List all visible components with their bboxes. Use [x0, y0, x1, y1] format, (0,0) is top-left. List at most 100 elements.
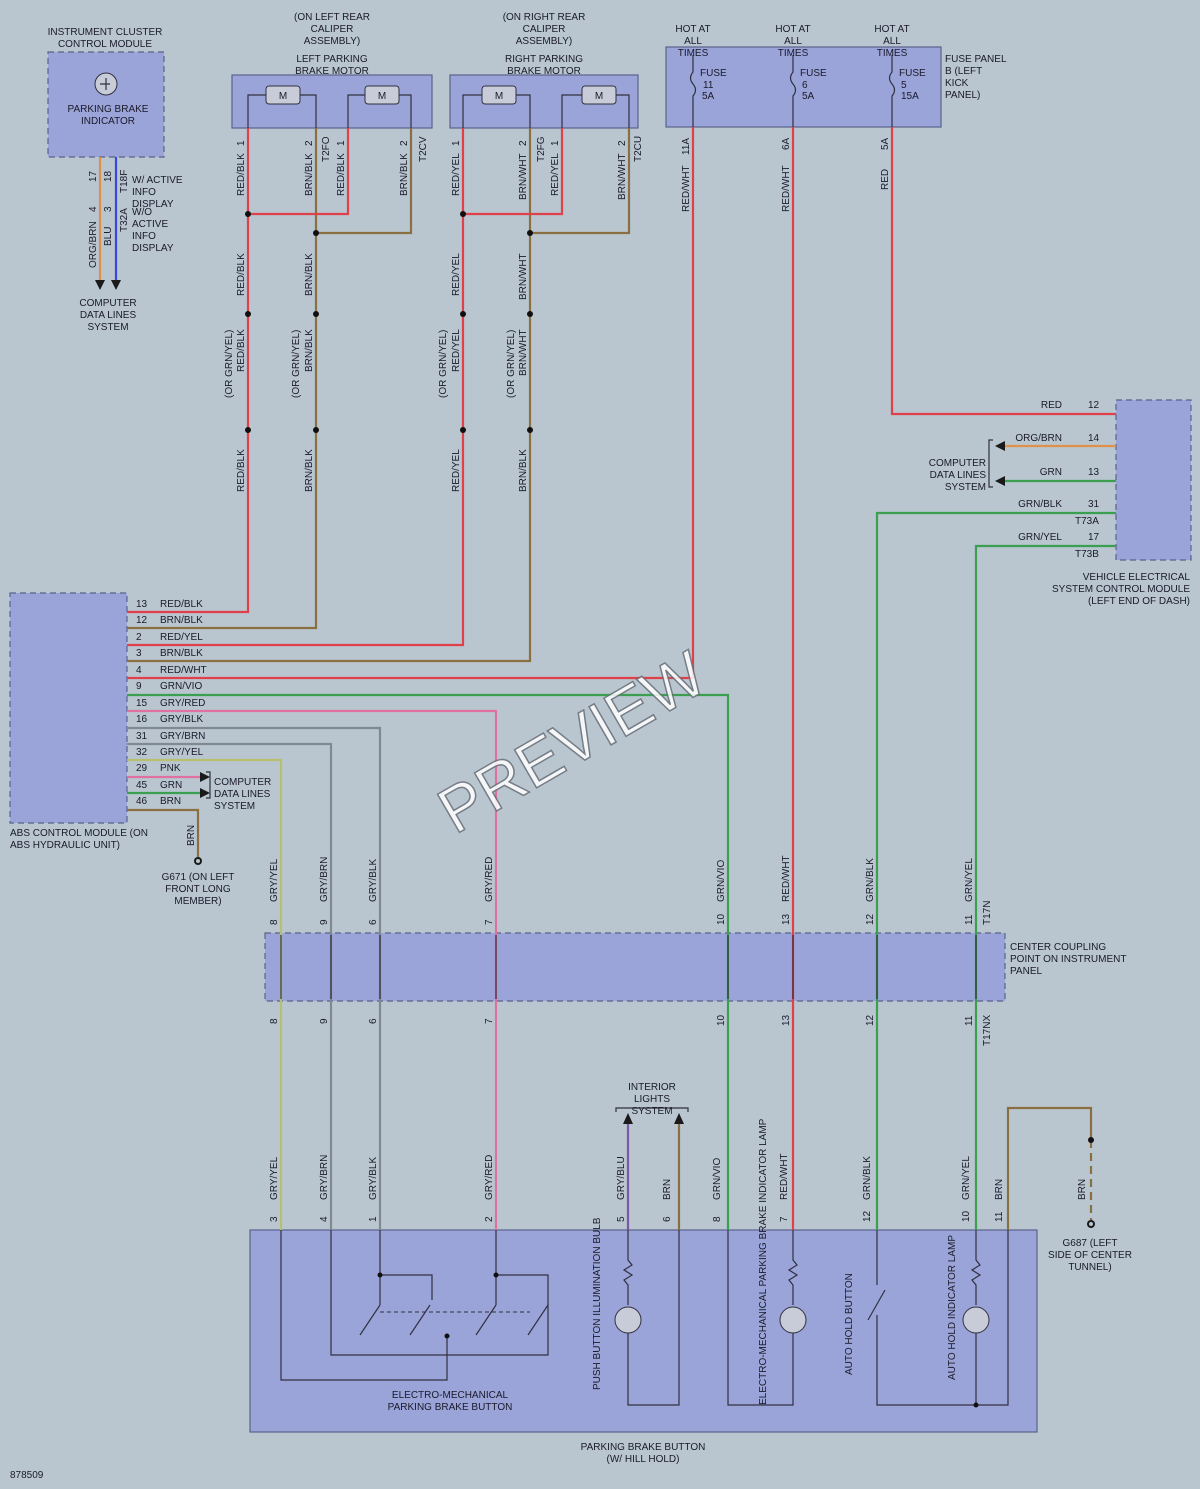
abs-pin-9: 9 [136, 681, 142, 692]
abs-pin-15: 15 [136, 698, 148, 709]
abs-bracket [206, 771, 211, 799]
button-wire-4: GRY/BRN [319, 1155, 330, 1200]
coupling-pin-12-bottom: 12 [865, 1014, 876, 1026]
vescm-wire-org-brn: ORG/BRN [1015, 433, 1062, 444]
abs-pin-13: 13 [136, 599, 148, 610]
wire-gry-blk [127, 726, 382, 1230]
wire-brn-g687 [1006, 1106, 1093, 1230]
coupling-wire-13-top: RED/WHT [781, 855, 792, 902]
cluster-connector-t18f: T18F [119, 170, 130, 193]
motor-label-4: M [595, 91, 603, 102]
left-or-grn-yel-1: (OR GRN/YEL) [224, 330, 235, 398]
abs-wire-46: BRN [160, 796, 181, 807]
abs-wire-15: GRY/RED [160, 698, 205, 709]
button-wire-1: GRY/BLK [368, 1157, 379, 1200]
coupling-pin-11-bottom: 11 [964, 1015, 975, 1026]
left-brn-blk-mid: BRN/BLK [304, 253, 315, 296]
abs-pin-list: 13 RED/BLK 12 BRN/BLK 2 RED/YEL 3 BRN/BL… [136, 599, 207, 807]
em-indicator-lamp-label: ELECTRO-MECHANICAL PARKING BRAKE INDICAT… [758, 1118, 769, 1405]
wire-gry-yel [127, 758, 283, 1230]
arrows [95, 280, 1005, 1124]
wire-brn-wht-right [127, 128, 532, 663]
figure-id: 878509 [10, 1470, 44, 1481]
wire-grn-yel-vescm [974, 544, 1116, 1230]
button-pin-2: 2 [484, 1216, 495, 1222]
motor-wire-8: BRN/WHT [617, 153, 628, 200]
button-wire-8: GRN/VIO [712, 1158, 723, 1200]
center-coupling-box [264, 932, 1006, 1002]
fuse-amp-2: 5A [802, 91, 815, 102]
abs-pin-4: 4 [136, 665, 142, 676]
coupling-pin-10-bottom: 10 [716, 1014, 727, 1026]
fuse-label-1: FUSE [700, 68, 727, 79]
auto-hold-lamp-label: AUTO HOLD INDICATOR LAMP [947, 1235, 958, 1380]
abs-wire-45: GRN [160, 780, 182, 791]
parking-brake-button-internals [280, 1230, 1009, 1408]
motor-wire-2: BRN/BLK [304, 153, 315, 196]
coupling-pin-9-top: 9 [319, 919, 330, 925]
motor-label-2: M [378, 91, 386, 102]
motor-icons [247, 85, 630, 128]
abs-ground-wire: BRN [186, 825, 197, 846]
parking-brake-indicator-icon [94, 72, 118, 96]
vescm-pin-14: 14 [1088, 433, 1100, 444]
instrument-cluster-box [47, 51, 165, 158]
coupling-wire-11-top: GRN/YEL [964, 858, 975, 902]
left-red-blk-mid: RED/BLK [236, 253, 247, 296]
coupling-connector-t17n: T17N [982, 901, 993, 925]
abs-pin-32: 32 [136, 747, 148, 758]
auto-hold-button-label: AUTO HOLD BUTTON [844, 1273, 855, 1375]
abs-wire-16: GRY/BLK [160, 714, 203, 725]
wire-red-yel-right [127, 128, 465, 647]
abs-wire-12: BRN/BLK [160, 615, 203, 626]
motor-pin-5: 1 [451, 140, 462, 146]
motor-wire-3: RED/BLK [336, 153, 347, 196]
vescm-pin-17: 17 [1088, 532, 1100, 543]
vescm-box [1115, 399, 1192, 561]
button-wire-10: GRN/YEL [961, 1156, 972, 1200]
coupling-wire-7-top: GRY/RED [484, 857, 495, 902]
button-wire-12: GRN/BLK [862, 1156, 873, 1200]
vescm-wire-grn-yel: GRN/YEL [1018, 532, 1062, 543]
push-button-bulb-label: PUSH BUTTON ILLUMINATION BULB [592, 1217, 603, 1390]
coupling-wire-6-top: GRY/BLK [368, 859, 379, 902]
g687-wire: BRN [1077, 1179, 1088, 1200]
parking-brake-button-box [249, 1229, 1038, 1433]
fuse-wire-2: RED/WHT [781, 165, 792, 212]
motor-pin-3: 1 [336, 140, 347, 146]
motor-connector-t2fg: T2FG [536, 136, 547, 162]
motor-wire-1: RED/BLK [236, 153, 247, 196]
button-wire-3: GRY/YEL [269, 1156, 280, 1200]
button-pin-4: 4 [319, 1216, 330, 1222]
coupling-wire-8-top: GRY/YEL [269, 858, 280, 902]
wire-brn-blk-left [127, 128, 318, 630]
button-pin-12: 12 [862, 1210, 873, 1222]
abs-wire-13: RED/BLK [160, 599, 203, 610]
vescm-bracket [988, 439, 993, 488]
wire-red-blk-left [127, 128, 250, 614]
wire-grn-vio [127, 693, 730, 1230]
vescm-connector-t73b: T73B [1075, 549, 1099, 560]
wire-red-blk-jumper [248, 128, 350, 216]
fuse-label-3: FUSE [899, 68, 926, 79]
abs-wire-4: RED/WHT [160, 665, 207, 676]
motor-wire-5: RED/YEL [451, 153, 462, 196]
motor-connector-t2cu: T2CU [633, 136, 644, 162]
fuse-amp-3: 15A [901, 91, 919, 102]
cluster-pin-17: 17 [88, 170, 99, 182]
wire-brn-blk-jumper [316, 128, 413, 235]
left-motor-box [231, 74, 433, 129]
abs-pin-12: 12 [136, 615, 148, 626]
